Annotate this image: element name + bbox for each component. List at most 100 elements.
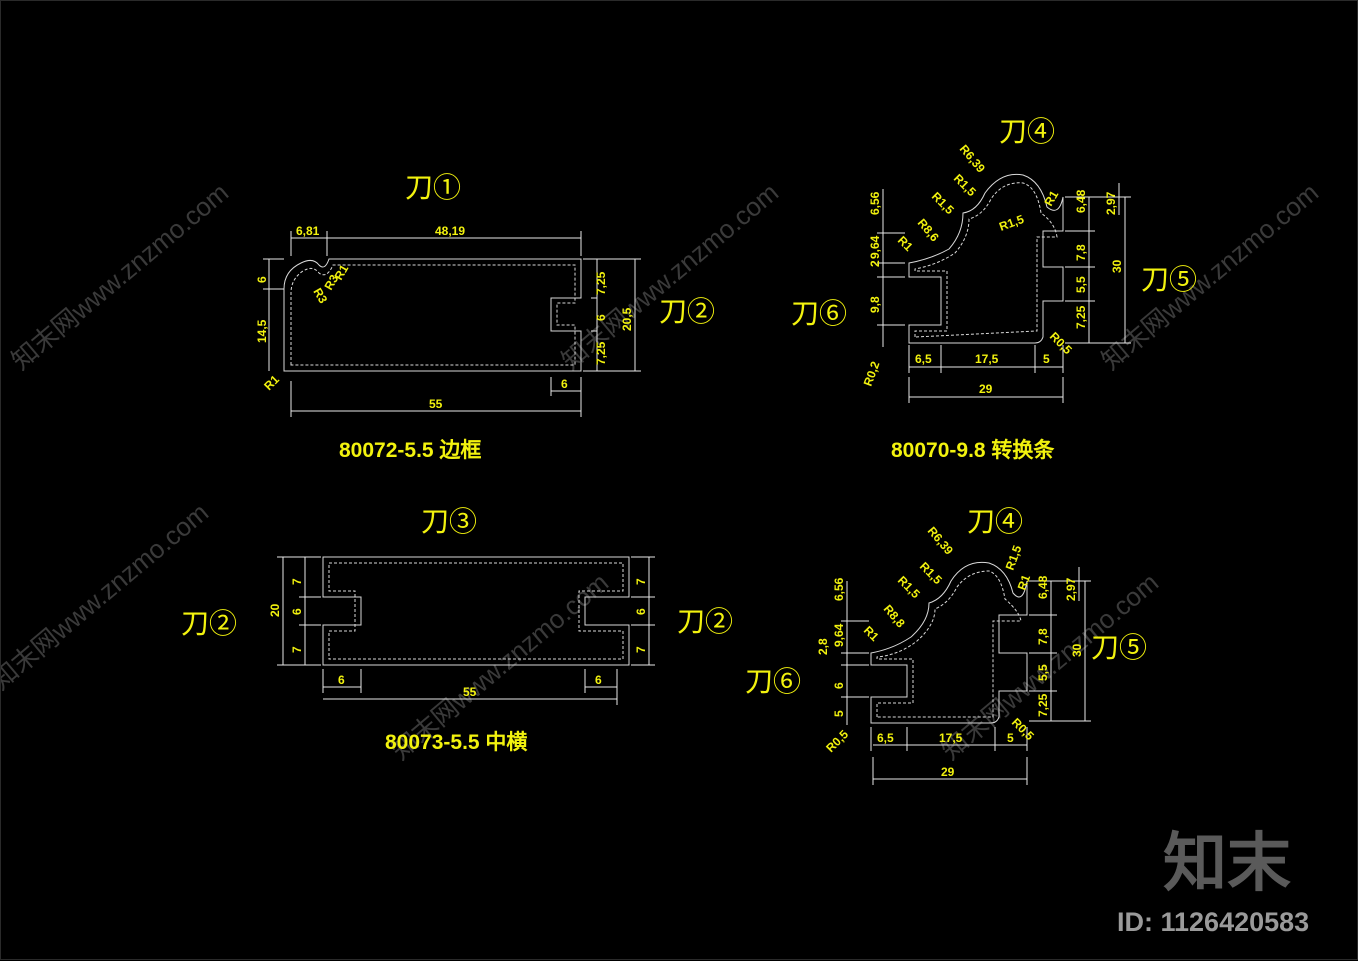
dim-label: 17,5 xyxy=(975,352,999,366)
dim-label: R1,5 xyxy=(997,212,1026,234)
profile-80072: 6,81 48,19 6 R3 R3 R1 14,5 R1 7,25 6 7,2… xyxy=(255,172,715,462)
dimension-lines xyxy=(841,567,1091,785)
dim-label: 6 xyxy=(634,608,648,615)
dim-label: 9,8 xyxy=(868,296,882,313)
dim-label: 29 xyxy=(979,382,993,396)
watermark-text: 知末网www.znzmo.com xyxy=(556,177,784,375)
profile-outline xyxy=(283,258,582,372)
dim-label: 5,5 xyxy=(1074,276,1088,293)
dim-label: 6,56 xyxy=(832,577,846,601)
dim-label: 6,56 xyxy=(868,191,882,215)
image-id-label: ID: 1126420583 xyxy=(1117,907,1309,937)
dim-label: 6,48 xyxy=(1036,575,1050,599)
knife-label: 刀⑤ xyxy=(1091,632,1147,663)
dim-label: R1 xyxy=(861,623,882,644)
dim-label: R1 xyxy=(261,372,282,393)
knife-label: 刀③ xyxy=(421,506,477,537)
knife-label: 刀② xyxy=(659,296,715,327)
dim-label: 5,5 xyxy=(1036,664,1050,681)
knife-label: 刀④ xyxy=(999,116,1055,147)
profile-caption: 80072-5.5 边框 xyxy=(339,438,481,462)
knife-label: 刀② xyxy=(677,606,733,637)
dim-label: R3 xyxy=(321,272,341,293)
profile-outline xyxy=(908,173,1064,344)
brand-logo: 知末 xyxy=(1163,827,1291,901)
dim-label: 6,48 xyxy=(1074,189,1088,213)
dim-label: 7 xyxy=(290,578,304,585)
knife-label: 刀⑤ xyxy=(1141,264,1197,295)
dim-label: 2,97 xyxy=(1104,191,1118,215)
dim-label: 6,5 xyxy=(877,731,894,745)
dim-label: R1,5 xyxy=(895,573,923,601)
dim-label: 55 xyxy=(429,397,443,411)
dim-label: 7 xyxy=(290,646,304,653)
dim-label: 6 xyxy=(594,314,608,321)
watermark-layer: 知末网www.znzmo.com 知末网www.znzmo.com 知末网www… xyxy=(1,177,1324,765)
dim-label: R1 xyxy=(895,233,916,254)
dim-label: R3 xyxy=(310,286,330,307)
dim-label: 7,25 xyxy=(1074,305,1088,329)
dim-label: 20 xyxy=(268,603,282,617)
profile-caption: 80070-9.8 转换条 xyxy=(891,438,1055,462)
knife-label: 刀② xyxy=(181,608,237,639)
dimension-lines xyxy=(277,556,655,705)
dim-label: R1,5 xyxy=(929,189,957,217)
dim-label: R1,5 xyxy=(1003,543,1025,572)
profile-inner-line xyxy=(914,182,1058,338)
dim-label: 6 xyxy=(832,682,846,689)
dim-label: 6,81 xyxy=(296,224,320,238)
dim-label: R0,5 xyxy=(823,727,851,755)
knife-label: 刀⑥ xyxy=(745,666,801,697)
dim-label: 7 xyxy=(634,578,648,585)
dim-label: R0,2 xyxy=(861,359,883,388)
dim-label: 7,8 xyxy=(1074,244,1088,261)
profile-outline xyxy=(870,561,1028,724)
profile-outline xyxy=(322,556,630,666)
dim-label: 9,64 xyxy=(832,623,846,647)
watermark-text: 知末网www.znzmo.com xyxy=(6,177,234,375)
dim-label: R8,6 xyxy=(915,216,942,245)
dim-label: 5 xyxy=(1043,352,1050,366)
profile-inner-line xyxy=(328,562,624,660)
profile-inner-line xyxy=(876,570,1022,718)
dim-label: 17,5 xyxy=(939,731,963,745)
profile-caption: 80073-5.5 中横 xyxy=(385,731,527,754)
watermark-text: 知末网www.znzmo.com xyxy=(1096,177,1324,375)
dim-label: 7,8 xyxy=(1036,628,1050,645)
knife-label: 刀④ xyxy=(967,506,1023,537)
dim-label: 5 xyxy=(832,710,846,717)
dim-label: R1,5 xyxy=(951,171,979,199)
dim-label: R0,5 xyxy=(1047,329,1075,357)
dim-label: R1 xyxy=(331,262,351,283)
dimension-lines xyxy=(263,231,641,417)
dim-label: R1 xyxy=(1015,573,1034,593)
dim-label: 48,19 xyxy=(435,224,465,238)
dim-label: 30 xyxy=(1110,259,1124,273)
profile-80073: 7 6 7 20 7 6 7 6 55 6 刀③ 刀② 刀② 80073-5.5… xyxy=(181,506,733,754)
dim-label: 7 xyxy=(634,646,648,653)
dim-label: 7,25 xyxy=(594,271,608,295)
dim-label: 20,5 xyxy=(620,307,634,331)
dim-label: 5 xyxy=(1007,731,1014,745)
dim-label: 6,5 xyxy=(915,352,932,366)
dim-label: 6 xyxy=(255,276,269,283)
dim-label: 29 xyxy=(941,765,955,779)
dim-label: 30 xyxy=(1070,643,1084,657)
dim-label: R8,8 xyxy=(881,602,908,631)
dim-label: 6 xyxy=(338,673,345,687)
dim-label: 55 xyxy=(463,685,477,699)
dim-label: 6 xyxy=(290,608,304,615)
dim-label: 6 xyxy=(561,377,568,391)
dim-label: 9,64 xyxy=(868,235,882,259)
dim-label: 2 xyxy=(868,260,882,267)
knife-label: 刀⑥ xyxy=(791,298,847,329)
dim-label: 7,25 xyxy=(1036,693,1050,717)
dim-label: R1,5 xyxy=(917,559,945,587)
dim-label: R6,39 xyxy=(925,524,957,558)
profile-80070: 6,56 R1,5 R1,5 R6,39 R8,6 9,64 R1 2 9,8 … xyxy=(791,116,1197,462)
dim-label: 2,8 xyxy=(816,638,830,655)
dim-label: 14,5 xyxy=(255,319,269,343)
profile-inner-line xyxy=(290,264,576,366)
